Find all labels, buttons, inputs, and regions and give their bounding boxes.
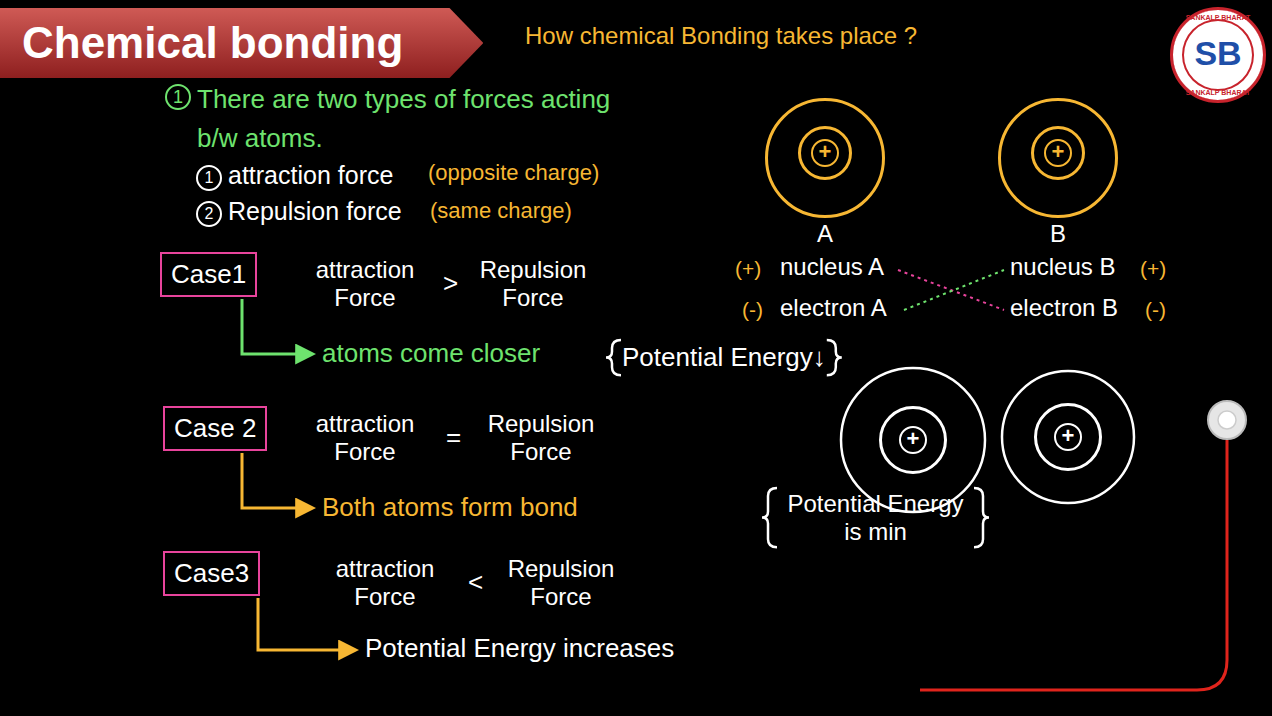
nucleus-circle: + xyxy=(798,126,852,180)
charge-sign: (-) xyxy=(742,297,763,322)
nucleus-charge: + xyxy=(1054,423,1082,451)
attraction-line xyxy=(898,270,1004,310)
logo-badge: SB SANKALP BHARAT SANKALP BHARAT xyxy=(1170,7,1266,103)
particle-name: electron B xyxy=(1010,294,1118,323)
logo-ring-text: SANKALP BHARAT xyxy=(1186,14,1251,21)
nucleus-charge: + xyxy=(899,426,927,454)
nucleus-charge: + xyxy=(811,139,839,167)
force-name: Repulsion Force xyxy=(476,410,606,465)
particle-name: nucleus A xyxy=(780,253,884,282)
force-name: attraction Force xyxy=(300,410,430,465)
comparison-sign: > xyxy=(443,268,458,299)
case-label: Case 2 xyxy=(174,413,256,444)
comparison-sign: < xyxy=(468,567,483,598)
logo-mark: SB xyxy=(1194,36,1241,70)
case-result: Both atoms form bond xyxy=(322,492,578,523)
force-name: attraction force xyxy=(228,160,393,190)
curly-brace xyxy=(762,488,777,547)
case-result: atoms come closer xyxy=(322,338,540,369)
point-number: 2 xyxy=(196,201,222,227)
case-box: Case3 xyxy=(163,551,260,596)
energy-note: Potential Energy↓ xyxy=(622,342,826,373)
result-arrow xyxy=(258,598,355,650)
nucleus-circle: + xyxy=(1031,126,1085,180)
particle-name: electron A xyxy=(780,294,887,323)
curly-brace xyxy=(827,340,842,375)
nucleus-circle: + xyxy=(879,406,947,474)
charge-sign: (-) xyxy=(1145,297,1166,322)
curly-brace xyxy=(974,488,989,547)
charge-note: (opposite charge) xyxy=(428,160,599,186)
logo-ring-text: SANKALP BHARAT xyxy=(1186,89,1251,96)
charge-sign: (+) xyxy=(1140,256,1166,281)
atom-name: A xyxy=(817,221,833,247)
case-label: Case1 xyxy=(171,259,246,290)
force-name: Repulsion Force xyxy=(468,256,598,311)
energy-note: Potential Energy is min xyxy=(778,490,973,545)
atom-circle: B+ xyxy=(998,98,1118,218)
slider-knob xyxy=(1218,411,1236,429)
force-name: Repulsion force xyxy=(228,196,402,226)
statement: There are two types of forces acting b/w… xyxy=(197,80,617,158)
case-result: Potential Energy increases xyxy=(365,633,674,664)
case-box: Case1 xyxy=(160,252,257,297)
particle-name: nucleus B xyxy=(1010,253,1115,282)
charge-sign: (+) xyxy=(735,256,761,281)
atom-circle: A+ xyxy=(765,98,885,218)
braces xyxy=(606,340,989,547)
result-arrow xyxy=(242,453,312,508)
charge-note: (same charge) xyxy=(430,198,572,224)
attraction-line xyxy=(904,270,1004,310)
force-name: attraction Force xyxy=(300,256,430,311)
nucleus-circle: + xyxy=(1034,403,1102,471)
case-box: Case 2 xyxy=(163,406,267,451)
point-number: 1 xyxy=(196,165,222,191)
point-number: 1 xyxy=(165,84,191,110)
curly-brace xyxy=(606,340,621,375)
nucleus-charge: + xyxy=(1044,139,1072,167)
electron-shell xyxy=(1002,371,1134,503)
result-arrow xyxy=(242,299,312,354)
slider-track xyxy=(920,440,1227,690)
case-label: Case3 xyxy=(174,558,249,589)
force-name: Repulsion Force xyxy=(496,555,626,610)
slider-knob xyxy=(1208,401,1246,439)
comparison-sign: = xyxy=(446,422,461,453)
atom-name: B xyxy=(1050,221,1066,247)
title-banner: Chemical bonding xyxy=(0,8,483,78)
force-name: attraction Force xyxy=(320,555,450,610)
subtitle: How chemical Bonding takes place ? xyxy=(525,22,917,51)
